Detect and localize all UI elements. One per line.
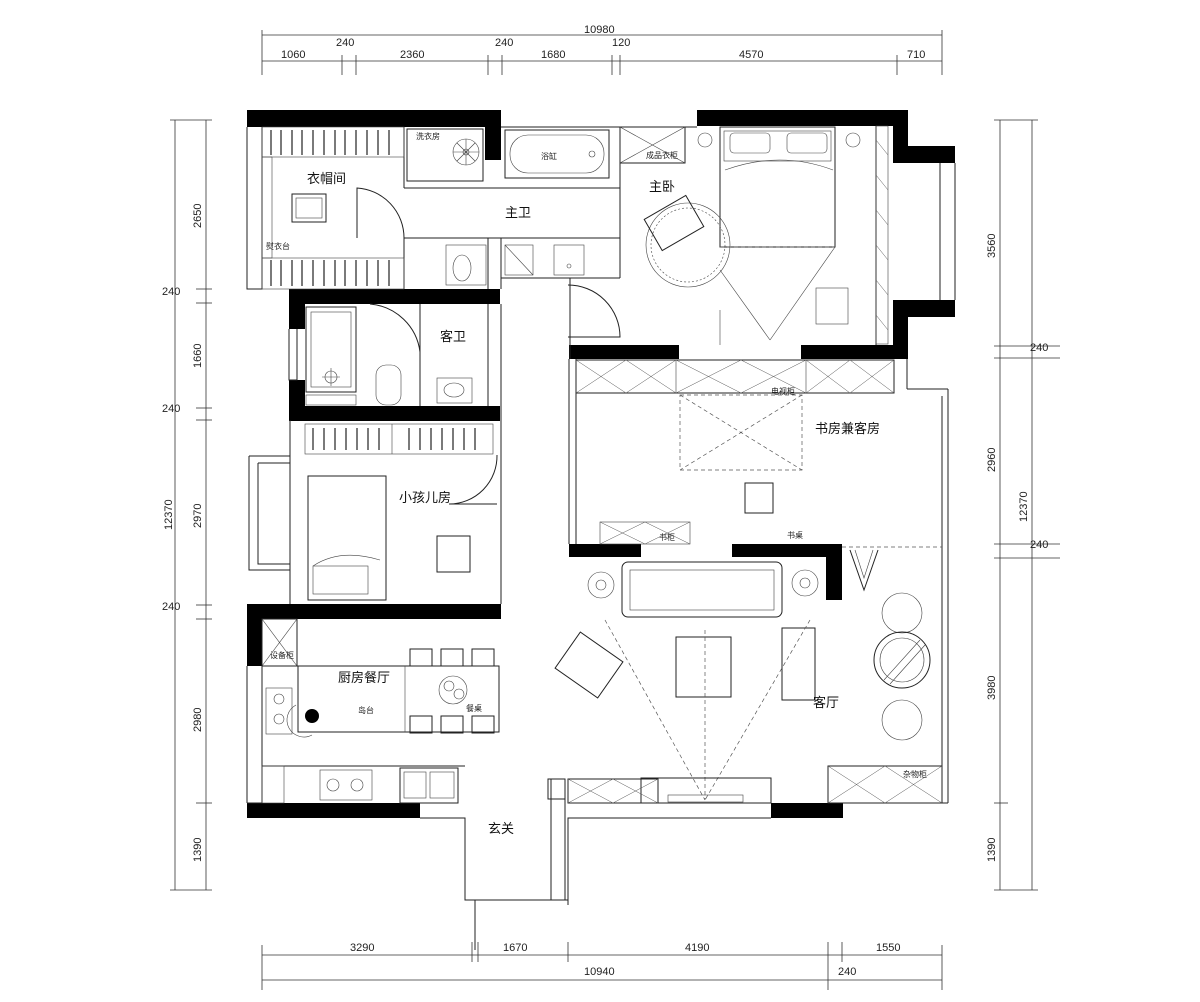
dim-left-3: 1660 <box>192 344 204 368</box>
dim-top-3: 2360 <box>400 49 424 61</box>
dim-right-4: 240 <box>1030 539 1048 551</box>
guest-bath: 客卫 <box>305 306 473 406</box>
dim-top-total: 10980 <box>584 24 615 36</box>
dining-table-label: 餐桌 <box>466 703 482 713</box>
dim-left-7: 2980 <box>192 708 204 732</box>
dim-top-6: 120 <box>612 37 630 49</box>
dim-right-1: 3560 <box>986 234 998 258</box>
master-bath-label: 主卫 <box>505 206 531 221</box>
dim-bottom-4: 1550 <box>876 942 900 954</box>
dim-left-total: 12370 <box>163 499 175 530</box>
kitchen-dining-label: 厨房餐厅 <box>338 670 390 686</box>
storage-label: 杂物柜 <box>903 769 927 779</box>
living-room-label: 客厅 <box>813 695 839 711</box>
dim-right-total: 12370 <box>1018 491 1030 522</box>
dim-left-1: 2650 <box>192 204 204 228</box>
dim-bottom-1: 3290 <box>350 942 374 954</box>
dim-left-5: 2970 <box>192 504 204 528</box>
living-room: 客厅 杂物柜 <box>554 546 943 804</box>
tv-cabinet-label: 电视柜 <box>771 386 795 396</box>
study-room: 电视柜 书房兼客房 书柜 书桌 <box>575 359 895 545</box>
laundry-label: 洗衣房 <box>416 131 440 141</box>
entry: 玄关 <box>488 822 514 837</box>
bottom-dimension-chain: 3290 1670 4190 1550 10940 240 <box>261 942 943 990</box>
dim-bottom-3: 4190 <box>685 942 709 954</box>
master-bath: 浴缸 主卫 <box>445 129 610 286</box>
kitchen-dining: 设备柜 厨房餐厅 岛台 餐桌 <box>261 618 500 804</box>
walk-in-closet-label: 衣帽间 <box>307 171 346 187</box>
equipment-cabinet-label: 设备柜 <box>270 650 294 660</box>
dim-bottom-total: 10940 <box>584 966 615 978</box>
dim-right-3: 2960 <box>986 448 998 472</box>
study-label: 书房兼客房 <box>815 421 880 437</box>
dim-left-8: 1390 <box>192 838 204 862</box>
dim-right-2: 240 <box>1030 342 1048 354</box>
dim-top-2: 240 <box>336 37 354 49</box>
island-label: 岛台 <box>358 705 374 715</box>
kids-room: 小孩儿房 <box>304 423 494 601</box>
ironing-table-label: 熨衣台 <box>266 241 290 251</box>
structural-walls <box>247 110 955 818</box>
dim-bottom-extra: 240 <box>838 966 856 978</box>
partition-lines <box>246 126 956 950</box>
dim-top-7: 4570 <box>739 49 763 61</box>
wardrobe-label: 成品衣柜 <box>646 150 678 160</box>
dim-left-6: 240 <box>162 601 180 613</box>
right-dimension-chain: 3560 240 2960 240 3980 1390 12370 <box>986 119 1060 891</box>
bookshelf-label: 书柜 <box>659 532 675 542</box>
dim-right-5: 3980 <box>986 676 998 700</box>
dim-bottom-2: 1670 <box>503 942 527 954</box>
bathtub-label: 浴缸 <box>541 151 557 161</box>
master-bedroom: 成品衣柜 主卧 <box>619 125 889 345</box>
dim-left-4: 240 <box>162 403 180 415</box>
laundry-room: 洗衣房 <box>406 128 484 182</box>
dim-right-6: 1390 <box>986 838 998 862</box>
dim-top-8: 710 <box>907 49 925 61</box>
left-dimension-chain: 2650 240 1660 240 2970 240 2980 1390 123… <box>162 119 212 891</box>
walk-in-closet: 衣帽间 熨衣台 <box>261 126 405 290</box>
kids-room-label: 小孩儿房 <box>399 490 451 506</box>
guest-bath-label: 客卫 <box>440 329 466 345</box>
dim-top-4: 240 <box>495 37 513 49</box>
top-dimension-chain: 10980 1060 240 2360 240 1680 120 4570 71… <box>261 24 943 75</box>
door-swings <box>356 187 621 900</box>
dim-top-5: 1680 <box>541 49 565 61</box>
dim-left-2: 240 <box>162 286 180 298</box>
dim-top-1: 1060 <box>281 49 305 61</box>
entry-label: 玄关 <box>488 822 514 837</box>
desk-label: 书桌 <box>787 530 803 540</box>
master-bedroom-label: 主卧 <box>649 180 675 195</box>
